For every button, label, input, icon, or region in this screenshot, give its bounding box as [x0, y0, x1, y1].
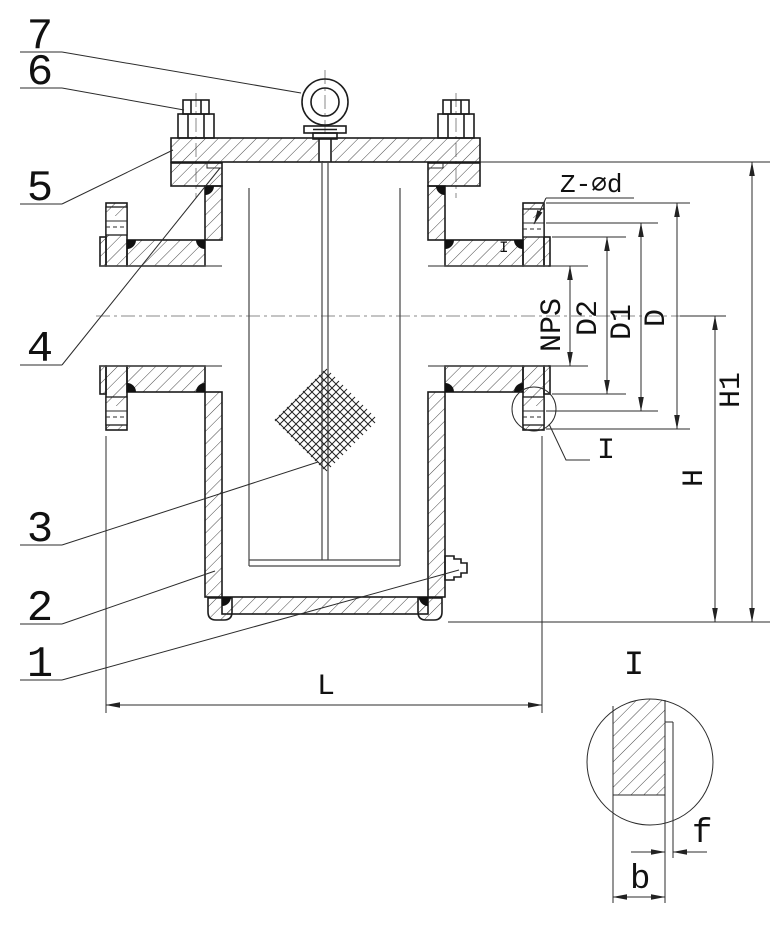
inlet-nozzle — [99, 202, 222, 431]
dim-label-h1: H1 — [715, 372, 749, 408]
mesh-screen-symbol — [274, 368, 378, 472]
detail-view-I: I f b — [586, 647, 714, 903]
dim-label-f: f — [692, 815, 712, 853]
weld-fillets — [127, 186, 523, 606]
strainer-body — [170, 162, 481, 621]
callout-4: 4 — [27, 325, 53, 375]
callout-2: 2 — [27, 584, 53, 634]
detail-corner-marker: I — [499, 239, 509, 257]
outlet-nozzle — [428, 202, 551, 431]
dim-label-bolt-holes: Z-∅d — [560, 170, 622, 200]
inlet-flange-bolt-top — [105, 206, 128, 236]
callout-5: 5 — [27, 164, 53, 214]
callout-3: 3 — [27, 505, 53, 555]
callout-1: 1 — [27, 640, 53, 690]
detail-reference: I I — [499, 239, 615, 468]
cover-bolt-right — [437, 99, 475, 139]
outlet-flange-bolt-top — [522, 208, 545, 238]
callout-6: 6 — [27, 48, 53, 98]
cover-bolt-left — [177, 99, 215, 139]
dim-label-nps: NPS — [536, 298, 570, 352]
dim-label-l: L — [317, 670, 335, 704]
part-callouts: 7 6 5 4 3 2 1 — [20, 12, 460, 690]
outlet-flange-bolt-bottom — [522, 396, 545, 426]
inlet-flange-bolt-bottom — [105, 396, 128, 426]
eye-bolt — [301, 78, 349, 140]
dim-label-h: H — [678, 469, 712, 487]
dim-label-d1: D1 — [606, 304, 640, 340]
dim-label-d2: D2 — [572, 300, 606, 336]
strainer-basket — [248, 162, 401, 567]
drain-plug — [444, 555, 468, 581]
dimensions: NPS D2 D1 D H H1 L Z-∅d — [105, 161, 770, 713]
dim-label-b: b — [630, 861, 650, 899]
detail-view-title: I — [624, 647, 644, 685]
dim-label-d: D — [640, 309, 674, 327]
cover-plate — [170, 137, 481, 163]
detail-ref-marker: I — [597, 434, 615, 468]
callout-7: 7 — [27, 12, 53, 62]
